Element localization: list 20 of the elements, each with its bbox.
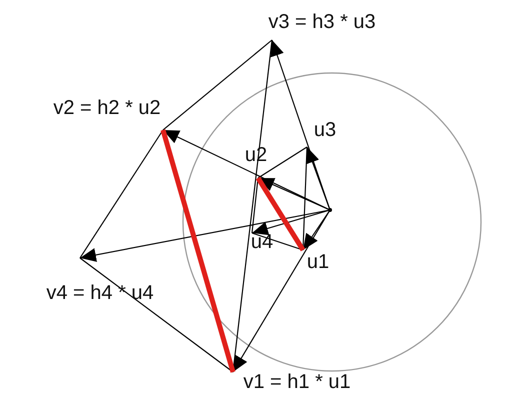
vertex-label: u1	[306, 252, 330, 272]
line-segment	[162, 40, 272, 130]
vertex-label: v2 = h2 * u2	[53, 98, 161, 118]
line-segment	[252, 232, 304, 251]
line-segment	[80, 258, 234, 372]
vertex-label: v3 = h3 * u3	[268, 12, 376, 32]
vertex-label: v1 = h1 * u1	[243, 372, 351, 392]
vector-arrow	[270, 40, 331, 210]
line-segment	[256, 176, 306, 252]
vector-arrow	[302, 210, 330, 250]
vector-arrow	[232, 210, 330, 372]
vector-arrow	[80, 209, 330, 262]
origin-point	[328, 208, 332, 212]
vertex-label: u3	[314, 120, 336, 140]
line-segment	[80, 130, 164, 258]
line-segment	[258, 146, 308, 178]
vector-arrow	[252, 209, 330, 236]
line-segment	[160, 129, 236, 373]
vertex-label: u4	[250, 232, 274, 252]
vector-arrow	[162, 130, 330, 210]
